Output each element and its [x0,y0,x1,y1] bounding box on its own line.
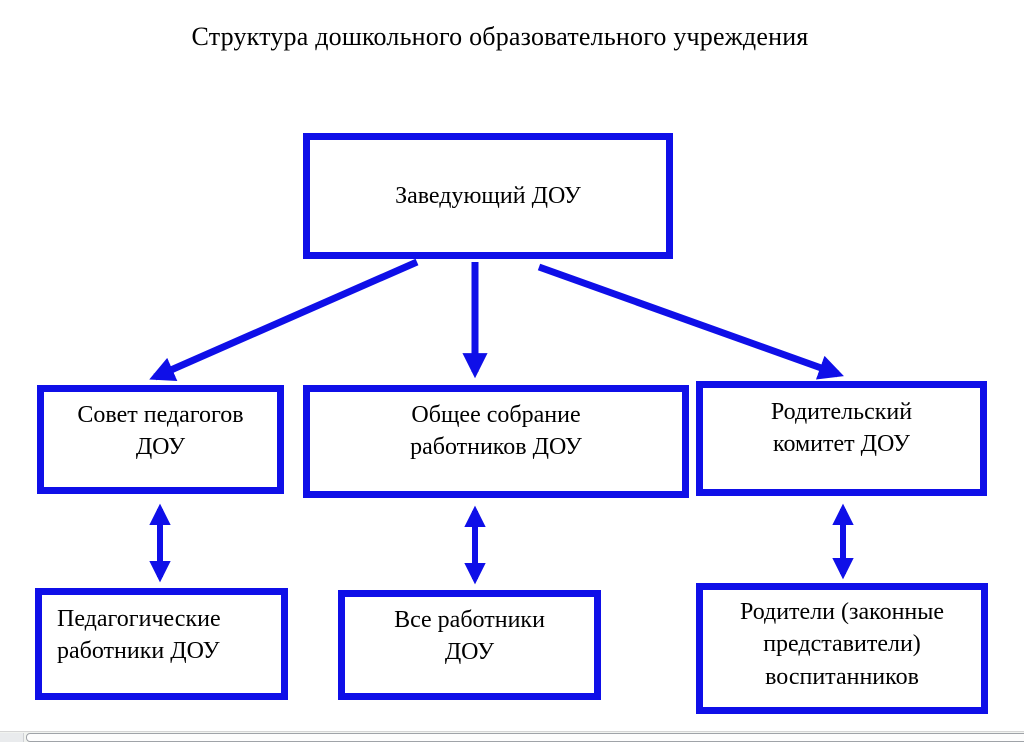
node-all-workers: Все работники ДОУ [338,590,601,700]
chart-title: Структура дошкольного образовательного у… [191,22,809,51]
arrow-head-to-council [149,258,419,381]
node-pedagogical-council: Совет педагогов ДОУ [37,385,284,494]
node-pedagogical-workers: Педагогические работники ДОУ [35,588,288,700]
node-parents-representatives: Родители (законные представители) воспит… [696,583,988,714]
horizontal-scrollbar [0,731,1024,742]
node-general-meeting: Общее собрание работников ДОУ [303,385,689,498]
scrollbar-thumb[interactable] [26,733,1024,742]
node-head-of-preschool: Заведующий ДОУ [303,133,673,259]
node-head-label: Заведующий ДОУ [395,182,581,209]
arrow-head-to-committee [537,263,844,380]
scrollbar-corner [0,733,24,742]
node-parent-committee: Родительский комитет ДОУ [696,381,987,496]
